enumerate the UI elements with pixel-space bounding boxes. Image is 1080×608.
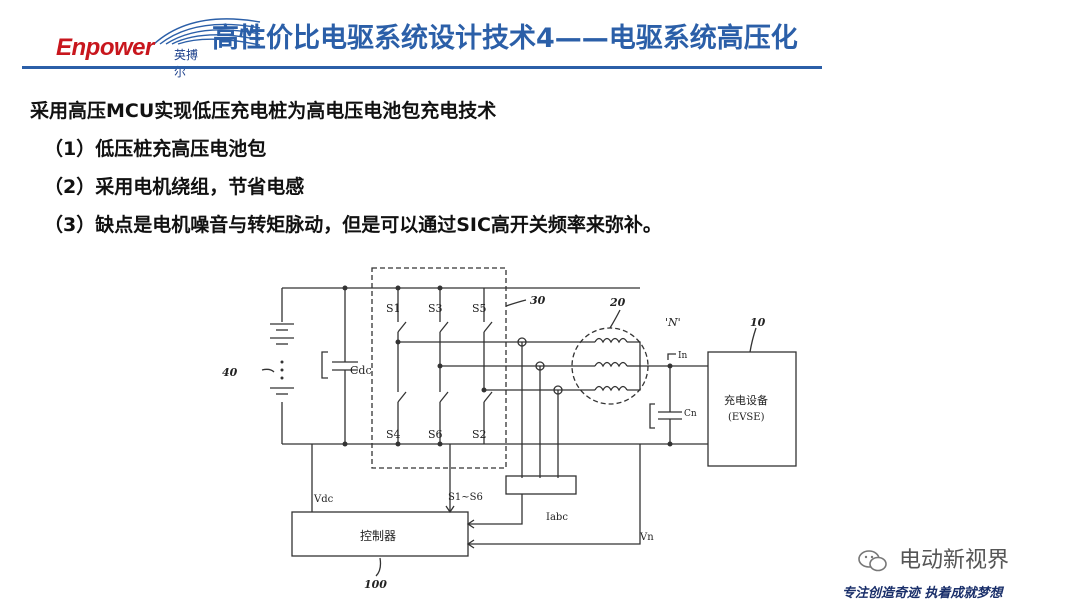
- label-vdc: Vdc: [313, 494, 334, 505]
- bullet-list: 采用高压MCU实现低压充电桩为高电压电池包充电技术 （1）低压桩充高压电池包 （…: [30, 98, 662, 250]
- wechat-icon: [858, 550, 887, 572]
- label-iabc: Iabc: [546, 512, 568, 523]
- brand-name-en: Enpower: [56, 34, 154, 61]
- slogan: 专注创造奇迹 执着成就梦想: [842, 586, 1003, 601]
- slide-title: 高性价比电驱系统设计技术4——电驱系统高压化: [212, 23, 798, 54]
- label-inverter-ref: 30: [530, 294, 546, 307]
- bullet-item: （2）采用电机绕组，节省电感: [44, 176, 305, 198]
- switch-label: S5: [472, 302, 487, 315]
- bullet-item: （1）低压桩充高压电池包: [44, 138, 267, 160]
- logo-arc-icon: [153, 18, 261, 46]
- evse-sublabel: (EVSE): [728, 412, 765, 423]
- switch-label: S2: [472, 428, 487, 441]
- switch-label: S3: [428, 302, 443, 315]
- switch-label: S1: [386, 302, 401, 315]
- title-divider: [22, 66, 822, 69]
- switch-label: S4: [386, 428, 401, 441]
- label-controller-ref: 100: [364, 578, 387, 591]
- label-neutral: 'N': [665, 316, 681, 329]
- label-motor-ref: 20: [609, 296, 626, 309]
- label-cdc: Cdc: [350, 364, 372, 377]
- bullet-item: （3）缺点是电机噪音与转矩脉动，但是可以通过SIC高开关频率来弥补。: [44, 214, 662, 236]
- label-in: In: [678, 351, 688, 361]
- label-battery-ref: 40: [222, 366, 238, 379]
- controller-label: 控制器: [360, 529, 396, 543]
- evse-label: 充电设备: [724, 393, 768, 407]
- label-cn: Cn: [684, 409, 697, 419]
- brand-name-cn: 英搏尔: [174, 48, 199, 79]
- switch-label: S6: [428, 428, 443, 441]
- watermark-text: 电动新视界: [899, 548, 1010, 573]
- label-evse-ref: 10: [750, 316, 766, 329]
- brand-logo: Enpower 英搏尔: [56, 14, 261, 79]
- watermark: 电动新视界: [858, 542, 1009, 574]
- label-s1s6: S1~S6: [448, 492, 483, 503]
- bullet-main: 采用高压MCU实现低压充电桩为高电压电池包充电技术: [30, 100, 497, 122]
- circuit-diagram: 40 Cdc 30 20 'N' In Cn 10 S1 S3 S5 S4 S6…: [222, 267, 797, 591]
- label-vn: Vn: [639, 532, 654, 543]
